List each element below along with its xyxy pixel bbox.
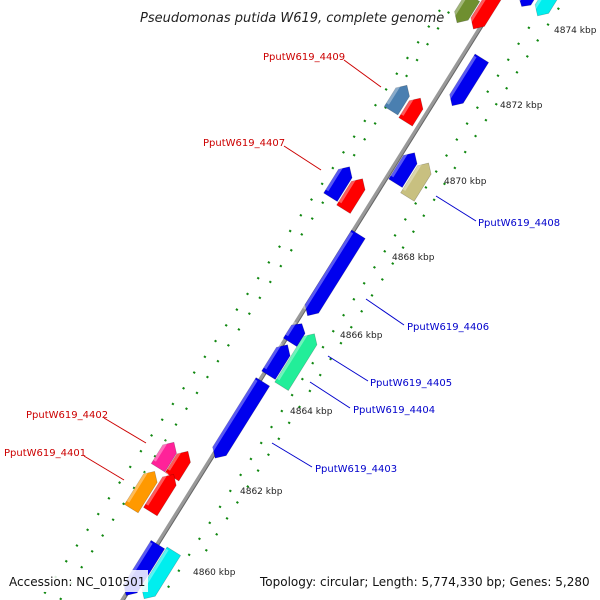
connector-4407 xyxy=(283,145,322,171)
gene-highlight xyxy=(325,164,345,192)
gene-highlight xyxy=(532,0,548,10)
gene-shape xyxy=(274,333,318,391)
gene-PputW619_4401[interactable] xyxy=(124,467,162,514)
tick-label: 4862 kbp xyxy=(240,487,283,497)
gene-label[interactable]: PputW619_4402 xyxy=(26,410,108,421)
accession-text: Accession: NC_010501 xyxy=(9,575,145,589)
tick-label: 4864 kbp xyxy=(290,407,333,417)
gene-highlight xyxy=(145,471,169,506)
gene-shape xyxy=(282,323,306,347)
connector-4405 xyxy=(327,355,369,382)
dotted-guide-line xyxy=(59,0,459,600)
gene-block-red[interactable] xyxy=(398,94,427,127)
gene-block-blue[interactable] xyxy=(516,0,539,10)
gene-highlight xyxy=(390,150,410,178)
gene-highlight xyxy=(338,176,358,204)
gene-shape xyxy=(304,229,366,317)
gene-highlight xyxy=(452,0,468,17)
gene-label[interactable]: PputW619_4407 xyxy=(203,138,285,149)
gene-shape xyxy=(400,162,432,202)
tick-label: 4860 kbp xyxy=(193,568,236,578)
gene-highlight xyxy=(153,439,169,462)
gene-label[interactable]: PputW619_4401 xyxy=(4,448,86,459)
gene-shape xyxy=(518,0,539,7)
gene-shape xyxy=(150,441,177,473)
dotted-guide-line xyxy=(39,9,441,600)
gene-highlight xyxy=(126,468,150,503)
gene-highlight xyxy=(210,379,258,453)
gene-block-blue[interactable] xyxy=(282,319,308,347)
gene-shape xyxy=(323,166,353,202)
gene-block-cyan[interactable] xyxy=(531,0,560,20)
connector-4401 xyxy=(83,455,125,481)
gene-labels: PputW619_4409 PputW619_4407 PputW619_440… xyxy=(4,52,560,475)
tick-label: 4870 kbp xyxy=(444,177,487,187)
tick-label: 4872 kbp xyxy=(500,101,543,111)
gene-label[interactable]: PputW619_4406 xyxy=(407,322,489,333)
gene-block-olive[interactable] xyxy=(450,0,481,27)
tick-label: 4874 kbp xyxy=(554,26,597,36)
gene-highlight xyxy=(276,331,310,381)
gene-PputW619_4408[interactable] xyxy=(400,159,436,202)
gene-shape xyxy=(449,53,490,107)
connector-4403 xyxy=(271,442,313,468)
gene-label[interactable]: PputW619_4405 xyxy=(370,378,452,389)
dotted-guide-line xyxy=(199,0,566,561)
gene-shape xyxy=(470,0,502,30)
gene-block-blue[interactable] xyxy=(445,53,490,110)
gene-highlight xyxy=(386,82,402,105)
gene-highlight xyxy=(447,55,477,100)
connector-4406 xyxy=(365,298,405,326)
gene-shape xyxy=(124,470,158,514)
gene-PputW619_4407[interactable] xyxy=(323,162,357,202)
gene-highlight xyxy=(400,95,416,116)
gene-PputW619_4405[interactable] xyxy=(274,329,321,391)
tick-label: 4868 kbp xyxy=(392,253,435,263)
gene-label[interactable]: PputW619_4408 xyxy=(478,218,560,229)
gene-PputW619_4402[interactable] xyxy=(150,438,180,473)
gene-label[interactable]: PputW619_4403 xyxy=(315,464,397,475)
gene-shape xyxy=(454,0,481,24)
gene-PputW619_4409[interactable] xyxy=(383,81,413,116)
gene-label[interactable]: PputW619_4404 xyxy=(353,405,435,416)
gene-block-red[interactable] xyxy=(336,174,370,214)
topology-text: Topology: circular; Length: 5,774,330 bp… xyxy=(259,575,590,589)
gene-block-red[interactable] xyxy=(467,0,502,33)
gene-shape xyxy=(383,84,410,116)
label-connectors xyxy=(83,59,477,481)
gene-highlight xyxy=(263,342,283,370)
gene-highlight xyxy=(167,448,183,471)
gene-highlight xyxy=(402,160,424,191)
connector-4408 xyxy=(435,195,477,222)
gene-block-red[interactable] xyxy=(143,470,181,517)
gene-shape xyxy=(261,344,291,380)
gene-highlight xyxy=(285,321,297,337)
genome-title: Pseudomonas putida W619, complete genome xyxy=(140,11,444,26)
dotted-guide-line xyxy=(159,0,549,600)
accession-box xyxy=(4,570,148,592)
gene-shape xyxy=(143,473,177,517)
gene-features xyxy=(121,0,560,600)
connector-4402 xyxy=(103,417,147,444)
connector-4404 xyxy=(309,381,351,409)
gene-PputW619_4403[interactable] xyxy=(208,377,271,463)
gene-shape xyxy=(388,152,418,188)
gene-block-blue[interactable] xyxy=(388,148,422,188)
connector-4409 xyxy=(343,59,382,88)
tick-labels: 4874 kbp 4872 kbp 4870 kbp 4868 kbp 4866… xyxy=(193,26,597,578)
gene-PputW619_4406[interactable] xyxy=(301,229,366,320)
gene-highlight xyxy=(302,231,354,310)
gene-shape xyxy=(336,178,366,214)
gene-shape xyxy=(398,97,424,127)
gene-highlight xyxy=(468,0,490,23)
gene-label[interactable]: PputW619_4409 xyxy=(263,52,345,63)
tick-label: 4866 kbp xyxy=(340,331,383,341)
gene-PputW619_4404[interactable] xyxy=(261,340,295,380)
gene-shape xyxy=(212,377,271,459)
gene-shape xyxy=(534,0,560,17)
